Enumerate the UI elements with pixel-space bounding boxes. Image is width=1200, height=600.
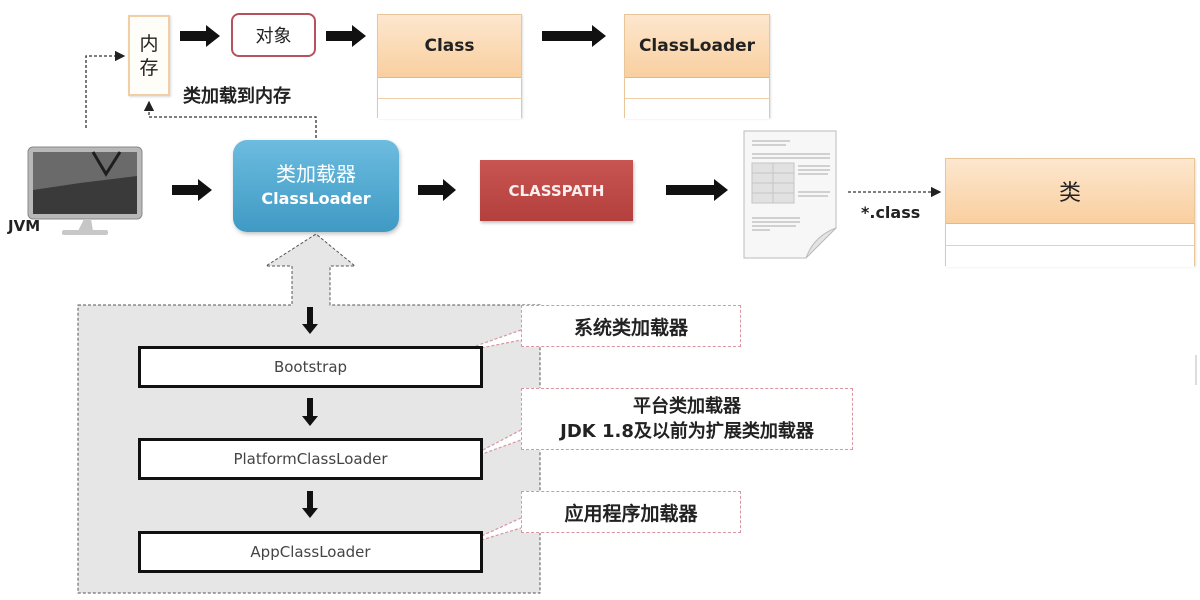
jvm-label: JVM xyxy=(8,217,41,235)
callout-platform-text-1: 平台类加载器 xyxy=(633,396,741,417)
memory-label-line2: 存 xyxy=(139,56,159,79)
loader-platform-label: PlatformClassLoader xyxy=(233,450,388,468)
arrow-down-2 xyxy=(302,398,318,426)
arrow-object-to-class xyxy=(326,25,366,47)
arrow-down-1 xyxy=(302,307,318,334)
arrow-classpath-to-file xyxy=(666,179,728,201)
class-uml-header: Class xyxy=(378,15,521,78)
loader-bootstrap-label: Bootstrap xyxy=(273,358,348,376)
class-result-attributes xyxy=(946,224,1194,246)
memory-box: 内 存 xyxy=(128,15,170,96)
arrow-jvm-to-classloader xyxy=(172,179,212,201)
class-result-header: 类 xyxy=(946,159,1194,224)
loader-platform: PlatformClassLoader xyxy=(138,438,483,480)
edge-marker xyxy=(1195,355,1197,385)
classpath-label: CLASSPATH xyxy=(508,181,605,200)
classloader-uml-box: ClassLoader xyxy=(624,14,770,119)
class-loader-label-cn: 类加载器 xyxy=(276,162,356,186)
class-loader-box: 类加载器 ClassLoader xyxy=(233,140,399,232)
loader-app-label: AppClassLoader xyxy=(250,543,371,561)
arrow-down-3 xyxy=(302,491,318,518)
classloader-uml-methods xyxy=(625,99,769,119)
arrow-class-to-classloader xyxy=(542,25,606,47)
class-loader-label-en: ClassLoader xyxy=(261,189,371,208)
class-file-label: *.class xyxy=(861,203,921,222)
callout-app-loader: 应用程序加载器 xyxy=(521,491,741,533)
callout-platform-text-2: JDK 1.8及以前为扩展类加载器 xyxy=(560,421,814,442)
monitor-icon xyxy=(27,146,143,235)
document-icon xyxy=(743,130,837,259)
loader-app: AppClassLoader xyxy=(138,531,483,573)
callout-system-text: 系统类加载器 xyxy=(573,316,688,339)
class-result-methods xyxy=(946,246,1194,267)
classloader-uml-attributes xyxy=(625,78,769,99)
memory-label-line1: 内 xyxy=(139,32,159,55)
object-label: 对象 xyxy=(255,26,292,47)
classloader-uml-header: ClassLoader xyxy=(625,15,769,78)
callout-system-loader: 系统类加载器 xyxy=(521,305,741,347)
loader-bootstrap: Bootstrap xyxy=(138,346,483,388)
jvm-to-memory-connector xyxy=(85,50,126,128)
class-uml-box: Class xyxy=(377,14,522,119)
class-uml-methods xyxy=(378,99,521,119)
class-uml-attributes xyxy=(378,78,521,99)
arrow-classloader-to-classpath xyxy=(418,179,456,201)
classpath-box: CLASSPATH xyxy=(480,160,633,221)
object-box: 对象 xyxy=(231,13,316,57)
callout-app-text: 应用程序加载器 xyxy=(564,502,698,525)
load-to-memory-label: 类加载到内存 xyxy=(183,86,291,107)
callout-platform-loader: 平台类加载器 JDK 1.8及以前为扩展类加载器 xyxy=(521,388,853,450)
class-result-uml-box: 类 xyxy=(945,158,1195,267)
classloader-to-memory-connector xyxy=(143,100,317,138)
arrow-memory-to-object xyxy=(180,25,220,47)
